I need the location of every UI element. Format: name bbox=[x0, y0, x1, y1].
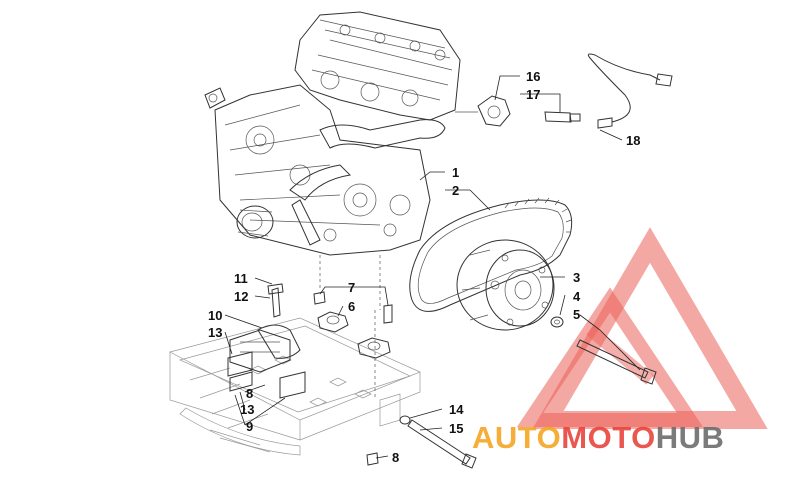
callout-14: 14 bbox=[449, 402, 464, 417]
drive-belt bbox=[409, 197, 573, 312]
callout-10: 10 bbox=[208, 308, 222, 323]
callout-5: 5 bbox=[573, 307, 580, 322]
callout-1: 1 bbox=[452, 165, 459, 180]
watermark-part-hub: HUB bbox=[656, 420, 725, 455]
callout-11: 11 bbox=[234, 271, 248, 286]
callout-labels: 1 2 3 4 5 6 7 8 8 9 10 11 12 13 13 14 15… bbox=[208, 69, 640, 465]
callout-18: 18 bbox=[626, 133, 640, 148]
sensor-cable bbox=[587, 53, 673, 129]
callout-12: 12 bbox=[234, 289, 248, 304]
callout-7: 7 bbox=[348, 280, 355, 295]
sensor-probe bbox=[544, 111, 581, 123]
engine-mount-left bbox=[227, 329, 306, 399]
clutch-bolt bbox=[576, 339, 657, 385]
callout-15: 15 bbox=[449, 421, 463, 436]
mount-bolts bbox=[267, 283, 393, 466]
callout-6: 6 bbox=[348, 299, 355, 314]
engine-block bbox=[204, 11, 461, 400]
sensor-housing bbox=[455, 95, 511, 127]
callout-4: 4 bbox=[573, 289, 581, 304]
watermark-part-auto: AUTO bbox=[472, 420, 561, 455]
rubber-mount-6 bbox=[317, 311, 349, 333]
chassis-frame bbox=[169, 317, 421, 456]
callout-8b: 8 bbox=[392, 450, 399, 465]
callout-13b: 13 bbox=[240, 402, 254, 417]
callout-13a: 13 bbox=[208, 325, 222, 340]
primary-clutch bbox=[456, 239, 555, 331]
long-mount-bolt bbox=[399, 415, 477, 469]
callout-2: 2 bbox=[452, 183, 459, 198]
callout-9: 9 bbox=[246, 419, 253, 434]
callout-17: 17 bbox=[526, 87, 540, 102]
leader-lines bbox=[224, 75, 641, 459]
callout-16: 16 bbox=[526, 69, 540, 84]
watermark-text: AUTOMOTOHUB bbox=[472, 420, 724, 455]
clutch-washer bbox=[550, 316, 564, 328]
callout-8a: 8 bbox=[246, 386, 253, 401]
rubber-mount-6b bbox=[357, 337, 391, 359]
svg-text:AUTOMOTOHUB: AUTOMOTOHUB bbox=[472, 420, 724, 455]
watermark-logo bbox=[516, 227, 768, 429]
callout-3: 3 bbox=[573, 270, 580, 285]
watermark-part-moto: MOTO bbox=[561, 420, 655, 455]
engine-mount-bracket bbox=[257, 324, 301, 359]
